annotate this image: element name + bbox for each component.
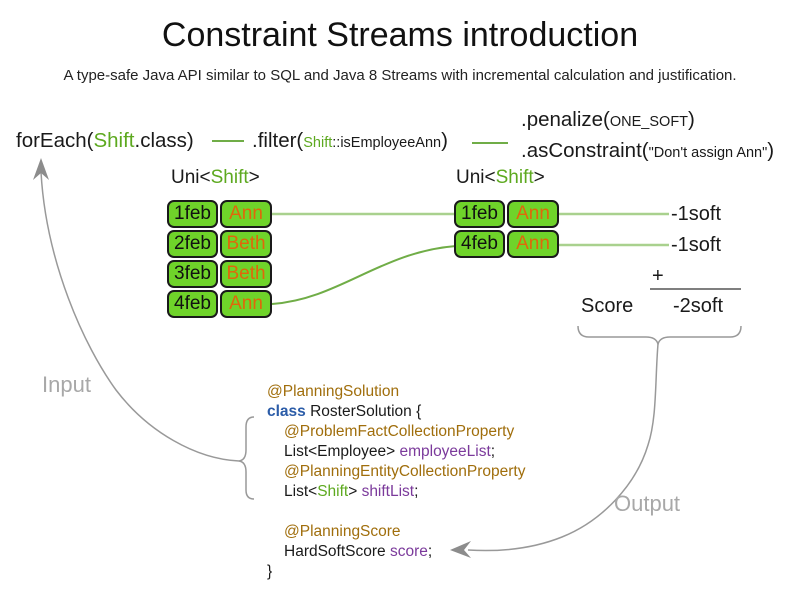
code-input-brace bbox=[238, 416, 255, 500]
code-line: @ProblemFactCollectionProperty bbox=[267, 422, 525, 442]
employee-cell: Ann bbox=[220, 200, 272, 228]
code-token: > bbox=[348, 483, 362, 500]
asconstraint-post: ) bbox=[767, 139, 775, 162]
penalize-expression: .penalize(ONE_SOFT) bbox=[521, 108, 695, 132]
code-token: List< bbox=[284, 483, 318, 500]
code-token: shiftList bbox=[361, 483, 415, 500]
foreach-post: .class) bbox=[134, 129, 194, 152]
filter-post: ) bbox=[441, 129, 448, 152]
employee-cell: Ann bbox=[507, 230, 559, 258]
uni-pre: Uni< bbox=[171, 167, 211, 188]
code-token: @ProblemFactCollectionProperty bbox=[284, 423, 515, 440]
employee-cell: Beth bbox=[220, 260, 272, 288]
uni-post: > bbox=[248, 167, 260, 188]
code-line: class RosterSolution { bbox=[267, 402, 525, 422]
page-title: Constraint Streams introduction bbox=[161, 16, 639, 54]
code-token: Shift bbox=[317, 483, 349, 500]
page-subtitle: A type-safe Java API similar to SQL and … bbox=[63, 67, 737, 84]
score-label: Score bbox=[581, 295, 634, 317]
uni-type: Shift bbox=[495, 167, 534, 188]
employee-cell: Ann bbox=[220, 290, 272, 318]
penalize-arg: ONE_SOFT bbox=[609, 114, 689, 130]
code-token: employeeList bbox=[399, 443, 491, 460]
code-token: class bbox=[267, 403, 306, 420]
penalize-pre: .penalize( bbox=[521, 108, 610, 131]
employee-cell: Beth bbox=[220, 230, 272, 258]
penalty-value-2: -1soft bbox=[671, 234, 722, 256]
code-token: HardSoftScore bbox=[284, 543, 390, 560]
code-line: HardSoftScore score; bbox=[267, 542, 525, 562]
plus-sign: + bbox=[652, 265, 664, 287]
left-stream-type-label: Uni<Shift> bbox=[171, 167, 260, 189]
code-token: score bbox=[389, 543, 428, 560]
filter-expression: .filter(Shift::isEmployeeAnn) bbox=[252, 129, 448, 153]
foreach-pre: forEach( bbox=[16, 129, 94, 152]
output-arrowhead-icon bbox=[450, 541, 471, 558]
foreach-expression: forEach(Shift.class) bbox=[16, 129, 194, 153]
input-arrowhead-icon bbox=[33, 158, 49, 180]
row-connector-4feb bbox=[271, 245, 457, 305]
score-total: -2soft bbox=[673, 295, 724, 317]
asconstraint-arg: "Don't assign Ann" bbox=[648, 145, 768, 161]
foreach-type: Shift bbox=[93, 129, 135, 152]
filter-arg-type: Shift bbox=[303, 135, 333, 151]
date-cell: 1feb bbox=[454, 200, 505, 228]
penalize-post: ) bbox=[688, 108, 695, 131]
code-token: @PlanningEntityCollectionProperty bbox=[284, 463, 526, 480]
date-cell: 2feb bbox=[167, 230, 218, 258]
uni-pre: Uni< bbox=[456, 167, 496, 188]
filter-arg-rest: ::isEmployeeAnn bbox=[332, 135, 442, 151]
code-token: ; bbox=[490, 443, 496, 460]
input-label: Input bbox=[42, 372, 91, 397]
code-line: @PlanningEntityCollectionProperty bbox=[267, 462, 525, 482]
code-line bbox=[267, 502, 525, 522]
code-token: RosterSolution { bbox=[305, 403, 422, 420]
code-line: List<Shift> shiftList; bbox=[267, 482, 525, 502]
filter-pre: .filter( bbox=[252, 129, 304, 152]
code-token: @PlanningScore bbox=[284, 523, 401, 540]
penalty-value-1: -1soft bbox=[671, 203, 722, 225]
date-cell: 3feb bbox=[167, 260, 218, 288]
asconstraint-pre: .asConstraint( bbox=[521, 139, 649, 162]
date-cell: 4feb bbox=[454, 230, 505, 258]
right-stream-type-label: Uni<Shift> bbox=[456, 167, 545, 189]
code-token: @PlanningSolution bbox=[267, 383, 400, 400]
code-line: @PlanningScore bbox=[267, 522, 525, 542]
code-token: ; bbox=[427, 543, 433, 560]
score-output-brace bbox=[577, 325, 742, 347]
uni-post: > bbox=[533, 167, 545, 188]
code-line: @PlanningSolution bbox=[267, 382, 525, 402]
asconstraint-expression: .asConstraint("Don't assign Ann") bbox=[521, 139, 774, 163]
code-token: } bbox=[267, 563, 273, 580]
output-flow-curve bbox=[467, 343, 659, 552]
input-flow-curve bbox=[40, 171, 240, 462]
output-label: Output bbox=[614, 491, 681, 516]
uni-type: Shift bbox=[210, 167, 249, 188]
code-line: } bbox=[267, 562, 525, 582]
code-token: ; bbox=[414, 483, 419, 500]
code-token: List<Employee> bbox=[284, 443, 400, 460]
employee-cell: Ann bbox=[507, 200, 559, 228]
date-cell: 4feb bbox=[167, 290, 218, 318]
date-cell: 1feb bbox=[167, 200, 218, 228]
code-line: List<Employee> employeeList; bbox=[267, 442, 525, 462]
